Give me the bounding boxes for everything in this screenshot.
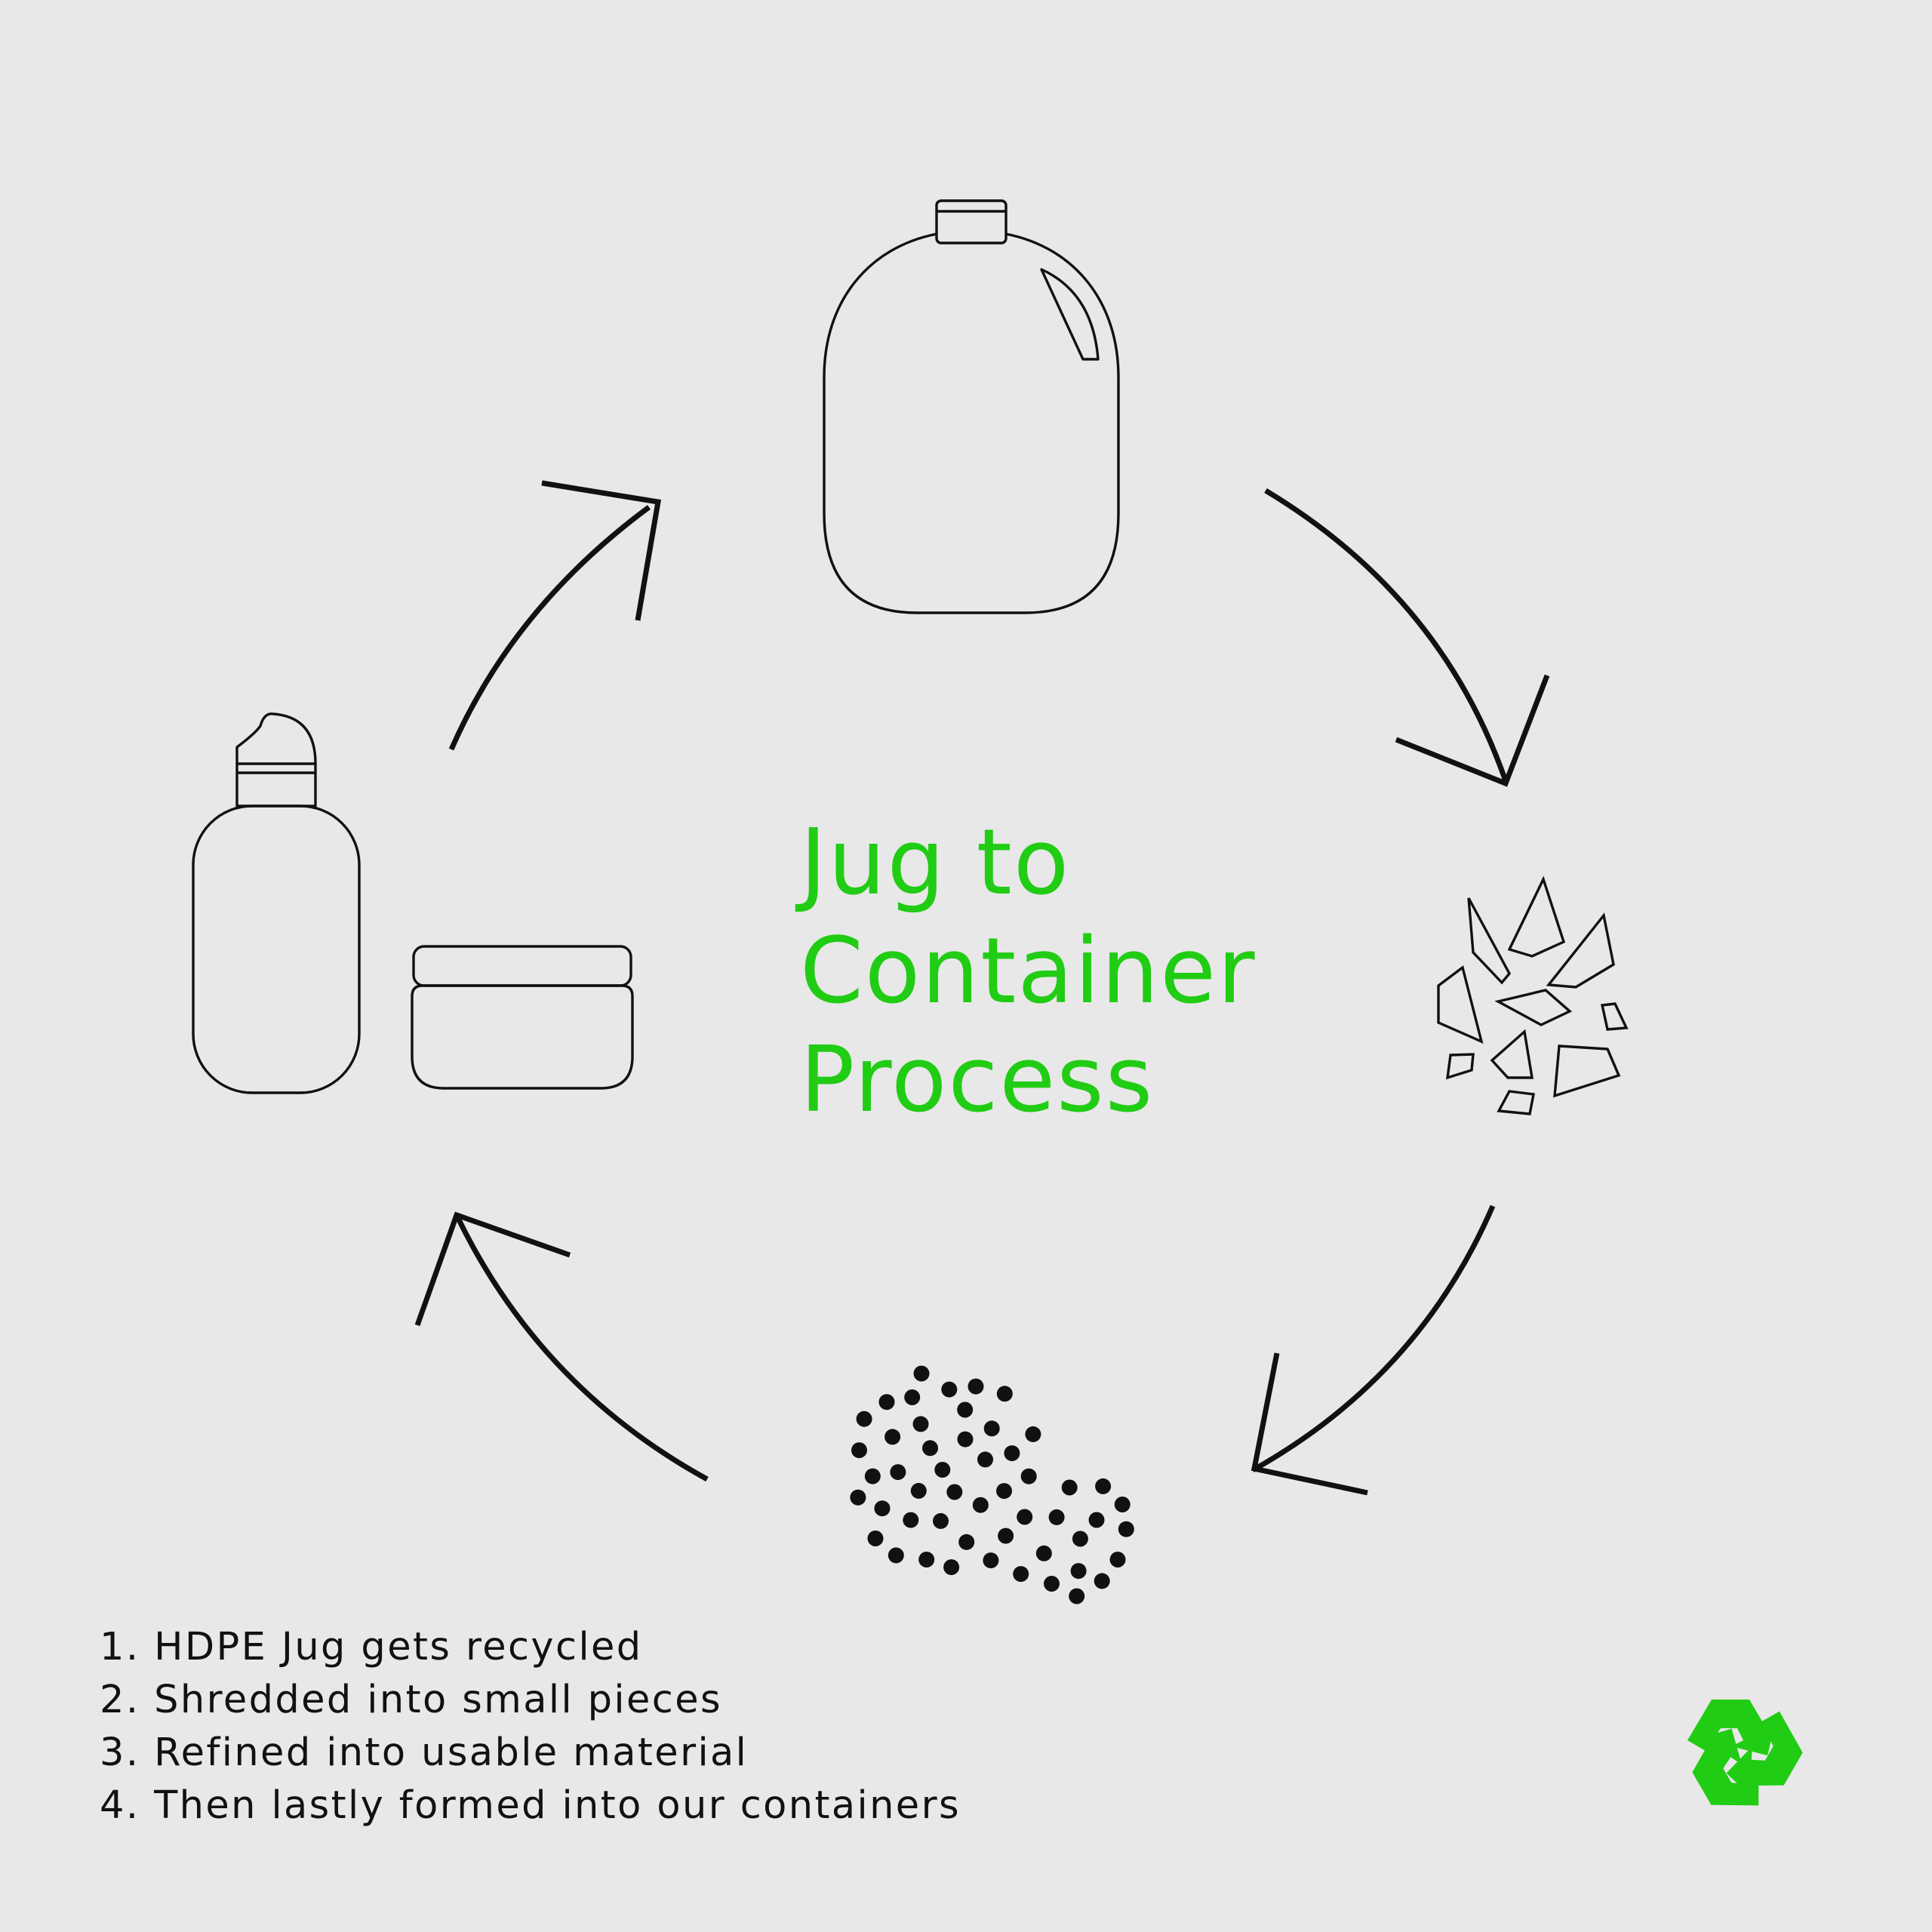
pellet bbox=[972, 1497, 989, 1513]
pellet bbox=[1017, 1509, 1033, 1525]
pellet bbox=[903, 1512, 919, 1528]
pellet bbox=[1044, 1576, 1060, 1592]
pellet bbox=[957, 1431, 974, 1447]
pellet bbox=[851, 1442, 867, 1459]
pellet bbox=[890, 1464, 906, 1481]
pellet bbox=[1114, 1497, 1131, 1512]
title-line-3: Process bbox=[800, 1028, 1155, 1133]
pellet bbox=[968, 1378, 984, 1395]
pellet bbox=[934, 1462, 951, 1478]
bottle-icon bbox=[192, 712, 361, 1094]
pellet bbox=[884, 1429, 901, 1445]
pellet bbox=[1118, 1521, 1134, 1537]
pellet bbox=[1004, 1445, 1020, 1462]
pellet bbox=[1109, 1552, 1126, 1567]
pellet bbox=[1072, 1531, 1088, 1547]
pellet bbox=[983, 1420, 1000, 1437]
pellet bbox=[946, 1484, 963, 1500]
pellet bbox=[1094, 1573, 1110, 1589]
pellet bbox=[1013, 1566, 1029, 1583]
pellet bbox=[912, 1416, 929, 1432]
pellet bbox=[1061, 1479, 1078, 1496]
step-item: 3. Refined into usable material bbox=[100, 1730, 749, 1775]
arrow-containers-to-jug bbox=[448, 480, 662, 751]
pellet bbox=[996, 1386, 1013, 1402]
pellet bbox=[998, 1527, 1014, 1544]
pellet bbox=[957, 1401, 974, 1418]
step-item: 1. HDPE Jug gets recycled bbox=[100, 1625, 643, 1669]
recycle-icon bbox=[1687, 1700, 1803, 1806]
pellet bbox=[867, 1531, 884, 1546]
shredded-pieces-icon bbox=[1437, 875, 1629, 1115]
jar-icon bbox=[411, 945, 634, 1090]
pellet bbox=[983, 1552, 999, 1569]
pellet bbox=[1035, 1545, 1052, 1561]
pellet bbox=[913, 1365, 930, 1382]
pellet bbox=[888, 1547, 904, 1564]
pellet bbox=[1020, 1468, 1037, 1484]
diagram-title: Jug to Container Process bbox=[800, 809, 1256, 1135]
hdpe-jug-icon bbox=[823, 199, 1120, 614]
pellet bbox=[904, 1389, 921, 1405]
pellet bbox=[977, 1451, 993, 1468]
pellet bbox=[941, 1381, 958, 1398]
pellet bbox=[1070, 1563, 1087, 1580]
pellet bbox=[933, 1512, 949, 1529]
pellet bbox=[1069, 1588, 1085, 1604]
pellet bbox=[878, 1394, 895, 1411]
pellet bbox=[958, 1534, 975, 1550]
bottle-and-jar-icon bbox=[192, 712, 634, 1094]
pellet bbox=[1025, 1426, 1041, 1442]
title-line-1: Jug to bbox=[800, 811, 1071, 915]
arrow-pellets-to-containers bbox=[414, 1211, 709, 1482]
pellet bbox=[1088, 1512, 1105, 1528]
step-item: 4. Then lastly formed into our container… bbox=[100, 1783, 961, 1828]
step-item: 2. Shredded into small pieces bbox=[100, 1678, 722, 1722]
title-line-2: Container bbox=[800, 919, 1257, 1024]
pellet bbox=[918, 1552, 935, 1567]
pellet bbox=[922, 1440, 938, 1457]
pellet bbox=[996, 1483, 1012, 1500]
pellet bbox=[864, 1468, 881, 1484]
arrow-shredded-to-pellets bbox=[1251, 1204, 1496, 1496]
pellet bbox=[850, 1489, 866, 1506]
pellet bbox=[943, 1559, 960, 1576]
pellet bbox=[874, 1500, 891, 1517]
arrow-jug-to-shredded bbox=[1264, 488, 1550, 787]
recycle-arrow bbox=[1726, 1711, 1803, 1800]
pellet bbox=[856, 1411, 872, 1427]
pellets-icon bbox=[850, 1365, 1134, 1604]
pellet bbox=[1095, 1478, 1112, 1494]
recycle-arrow bbox=[1692, 1728, 1759, 1806]
pellet bbox=[1048, 1509, 1065, 1525]
pellet bbox=[910, 1482, 927, 1499]
process-steps-list: 1. HDPE Jug gets recycled 2. Shredded in… bbox=[100, 1621, 961, 1832]
